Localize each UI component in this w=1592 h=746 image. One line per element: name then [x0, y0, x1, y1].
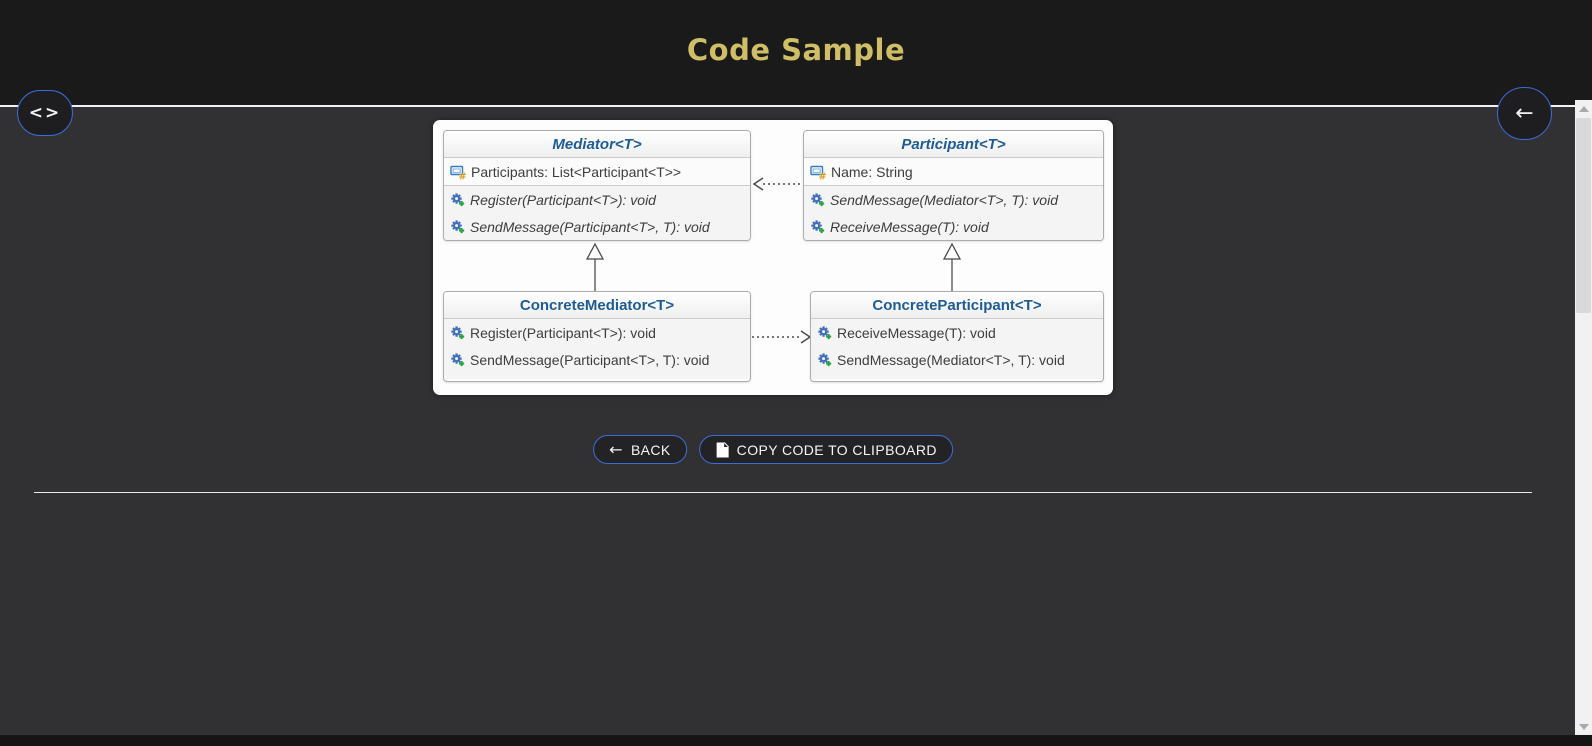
property-icon: #	[810, 165, 826, 180]
header: Code Sample	[0, 0, 1592, 107]
class-method: SendMessage(Participant<T>, T): void	[444, 346, 750, 373]
property-icon: #	[450, 165, 466, 180]
class-method: Register(Participant<T>): void	[444, 186, 750, 213]
divider	[34, 492, 1532, 493]
property-label: Name: String	[831, 163, 913, 180]
method-label: Register(Participant<T>): void	[470, 191, 656, 208]
class-method: SendMessage(Mediator<T>, T): void	[811, 346, 1103, 373]
method-label: SendMessage(Participant<T>, T): void	[470, 351, 710, 368]
method-icon	[451, 220, 465, 234]
method-icon	[818, 326, 832, 340]
copy-code-button-label: COPY CODE TO CLIPBOARD	[736, 441, 937, 458]
method-icon	[451, 353, 465, 367]
code-view-toggle-button[interactable]: <>	[17, 90, 73, 136]
page-title: Code Sample	[686, 33, 906, 67]
method-icon	[818, 353, 832, 367]
method-icon	[811, 193, 825, 207]
bottom-bar	[0, 735, 1592, 746]
svg-text:#: #	[459, 171, 466, 180]
document-icon	[716, 441, 729, 457]
class-method: ReceiveMessage(T): void	[811, 319, 1103, 346]
method-icon	[451, 326, 465, 340]
method-label: SendMessage(Mediator<T>, T): void	[837, 351, 1065, 368]
svg-text:#: #	[819, 171, 826, 180]
method-label: SendMessage(Participant<T>, T): void	[470, 218, 710, 235]
back-button[interactable]: ← BACK	[593, 435, 687, 464]
uml-diagram-panel: Mediator<T> # Participants: List<Partici…	[433, 120, 1113, 395]
code-icon: <>	[28, 103, 62, 123]
class-title: Mediator<T>	[444, 131, 750, 158]
uml-class-concrete-mediator: ConcreteMediator<T> Register(Participant…	[443, 291, 751, 382]
scrollbar-up-arrow[interactable]	[1575, 100, 1592, 117]
class-property: # Name: String	[804, 158, 1103, 185]
back-arrow-icon: ←	[609, 439, 623, 459]
method-label: Register(Participant<T>): void	[470, 324, 656, 341]
class-method: ReceiveMessage(T): void	[804, 213, 1103, 240]
back-button-label: BACK	[630, 441, 671, 458]
method-label: SendMessage(Mediator<T>, T): void	[830, 191, 1058, 208]
scrollbar-down-arrow[interactable]	[1575, 718, 1592, 735]
back-nav-button[interactable]: ←	[1497, 87, 1552, 140]
uml-class-participant: Participant<T> # Name: String	[803, 130, 1104, 241]
method-icon	[811, 220, 825, 234]
back-arrow-icon: ←	[1515, 101, 1534, 126]
scrollbar-thumb[interactable]	[1576, 118, 1591, 313]
method-label: ReceiveMessage(T): void	[830, 218, 989, 235]
copy-code-button[interactable]: COPY CODE TO CLIPBOARD	[698, 435, 953, 464]
action-button-row: ← BACK COPY CODE TO CLIPBOARD	[593, 435, 953, 464]
uml-connector-arrows	[585, 177, 962, 344]
method-icon	[451, 193, 465, 207]
method-label: ReceiveMessage(T): void	[837, 324, 996, 341]
class-method: Register(Participant<T>): void	[444, 319, 750, 346]
scrollbar[interactable]	[1575, 100, 1592, 735]
class-title: ConcreteMediator<T>	[444, 292, 750, 319]
class-title: ConcreteParticipant<T>	[811, 292, 1103, 319]
property-label: Participants: List<Participant<T>>	[471, 163, 682, 180]
class-property: # Participants: List<Participant<T>>	[444, 158, 750, 185]
class-method: SendMessage(Participant<T>, T): void	[444, 213, 750, 240]
class-method: SendMessage(Mediator<T>, T): void	[804, 186, 1103, 213]
class-title: Participant<T>	[804, 131, 1103, 158]
uml-class-concrete-participant: ConcreteParticipant<T> ReceiveMessage(T)…	[810, 291, 1104, 382]
uml-class-mediator: Mediator<T> # Participants: List<Partici…	[443, 130, 751, 241]
